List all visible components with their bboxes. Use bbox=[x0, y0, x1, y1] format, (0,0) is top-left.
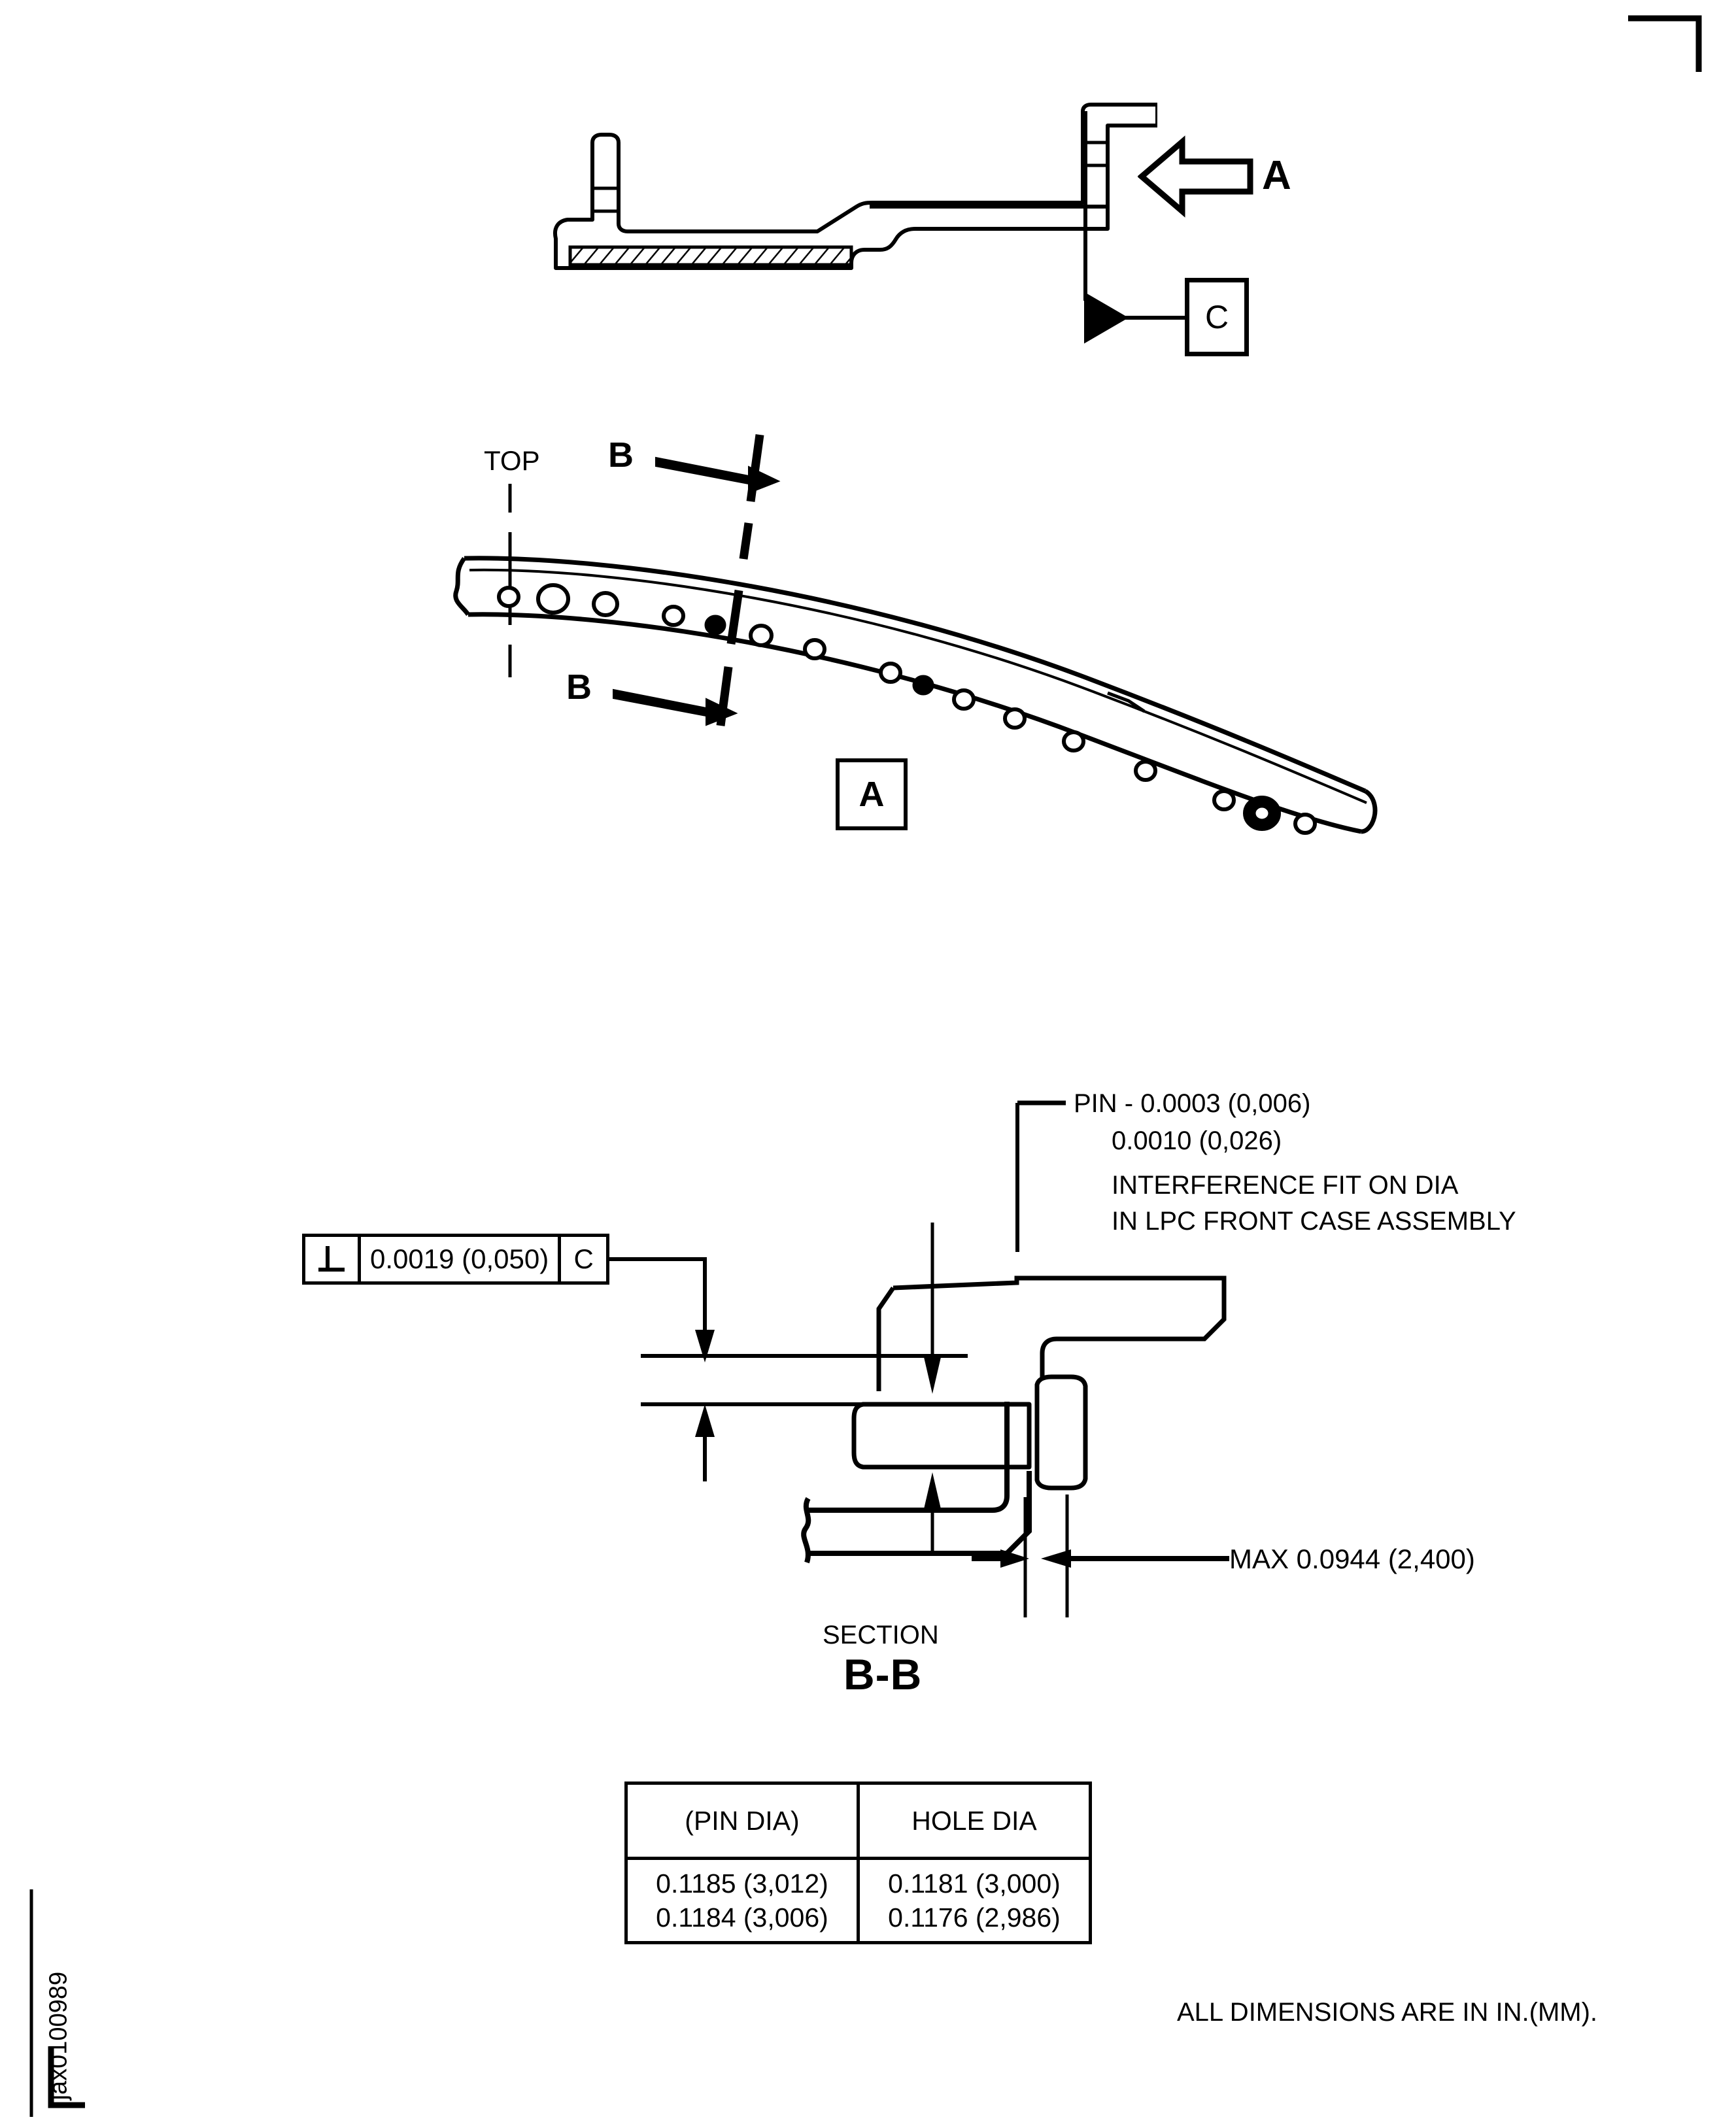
section-cutting-plane-line-bb bbox=[716, 434, 764, 726]
table-header-hole-dia: HOLE DIA bbox=[857, 1782, 1092, 1860]
pin-callout-line-4: IN LPC FRONT CASE ASSEMBLY bbox=[1112, 1207, 1516, 1236]
datum-c-letter: C bbox=[1204, 299, 1229, 335]
table-header-row: (PIN DIA) HOLE DIA bbox=[624, 1782, 1092, 1860]
cell-pin-dia: 0.1185 (3,012) 0.1184 (3,006) bbox=[624, 1857, 860, 1944]
drawing-id-label: jax0100989 bbox=[44, 1971, 73, 2101]
feature-control-frame: 0.0019 (0,050) C bbox=[302, 1234, 610, 1285]
pin-dia-min: 0.1184 (3,006) bbox=[656, 1902, 828, 1933]
pin-callout-line-2: 0.0010 (0,026) bbox=[1112, 1126, 1282, 1155]
section-arrow-b-lower-label: B bbox=[566, 667, 592, 707]
datum-feature-symbol-c: C bbox=[1185, 278, 1249, 356]
pin-hole-dia-table: (PIN DIA) HOLE DIA 0.1185 (3,012) 0.1184… bbox=[624, 1782, 1092, 1944]
datum-c-extension-line bbox=[1083, 111, 1087, 301]
section-arrow-b-upper-label: B bbox=[608, 435, 634, 475]
cell-hole-dia: 0.1181 (3,000) 0.1176 (2,986) bbox=[857, 1857, 1092, 1944]
table-header-pin-dia: (PIN DIA) bbox=[624, 1782, 860, 1860]
max-dimension-line bbox=[972, 1549, 1229, 1568]
datum-triangle-and-leader bbox=[1084, 292, 1187, 344]
max-dimension-label: MAX 0.0944 (2,400) bbox=[1229, 1544, 1475, 1574]
pin-callout-leader bbox=[1015, 1100, 1066, 1252]
section-arrow-b-upper bbox=[655, 456, 781, 494]
section-bb-geometry bbox=[801, 1223, 1227, 1617]
crop-mark-top-right bbox=[1628, 15, 1702, 72]
view-direction-arrow-a bbox=[1138, 135, 1253, 218]
pin-dia-max: 0.1185 (3,012) bbox=[656, 1868, 828, 1899]
arc-segment-geometry bbox=[453, 556, 1378, 835]
view-arrow-a-label: A bbox=[1262, 153, 1291, 198]
profile-cross-section-geometry bbox=[553, 103, 1157, 270]
section-caption-word: SECTION bbox=[823, 1621, 939, 1649]
pin-callout-line-1: PIN - 0.0003 (0,006) bbox=[1074, 1089, 1311, 1118]
top-centerline bbox=[508, 484, 512, 677]
view-label-box-a: A bbox=[836, 758, 908, 830]
perpendicularity-tolerance-value: 0.0019 (0,050) bbox=[358, 1237, 558, 1281]
section-caption-id: B-B bbox=[843, 1650, 923, 1698]
crop-mark-bottom-left bbox=[29, 1889, 85, 2117]
view-label-a-letter: A bbox=[859, 775, 885, 814]
all-dimensions-note: ALL DIMENSIONS ARE IN IN.(MM). bbox=[1177, 1998, 1598, 2027]
perpendicularity-icon bbox=[305, 1237, 358, 1281]
table-row: 0.1185 (3,012) 0.1184 (3,006) 0.1181 (3,… bbox=[624, 1857, 1092, 1944]
hole-dia-max: 0.1181 (3,000) bbox=[888, 1868, 1061, 1899]
hole-dia-min: 0.1176 (2,986) bbox=[888, 1902, 1061, 1933]
top-label: TOP bbox=[484, 445, 540, 476]
pin-callout-line-3: INTERFERENCE FIT ON DIA bbox=[1112, 1171, 1459, 1200]
fcf-leader-line bbox=[608, 1257, 715, 1362]
fcf-datum-reference: C bbox=[558, 1237, 606, 1281]
